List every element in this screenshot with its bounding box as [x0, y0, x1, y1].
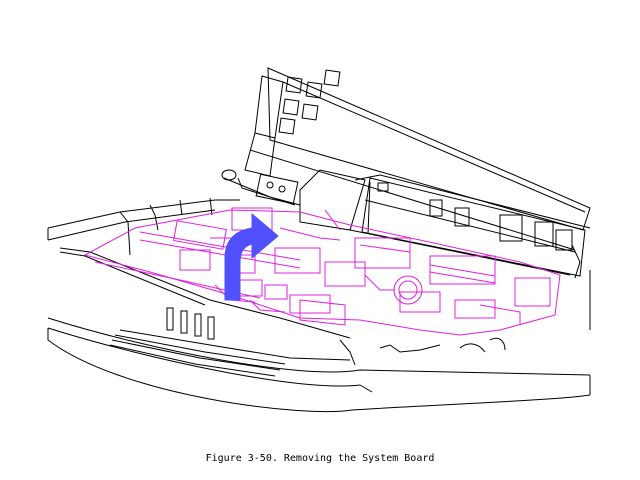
rear-io-panel — [361, 177, 586, 279]
figure-caption: Figure 3-50. Removing the System Board — [205, 453, 435, 464]
base-chassis — [47, 197, 591, 412]
system-board — [83, 207, 561, 336]
up-curved-arrow-icon — [224, 212, 279, 301]
display-lid — [244, 67, 591, 251]
keyboard-connector-strips — [109, 307, 351, 377]
